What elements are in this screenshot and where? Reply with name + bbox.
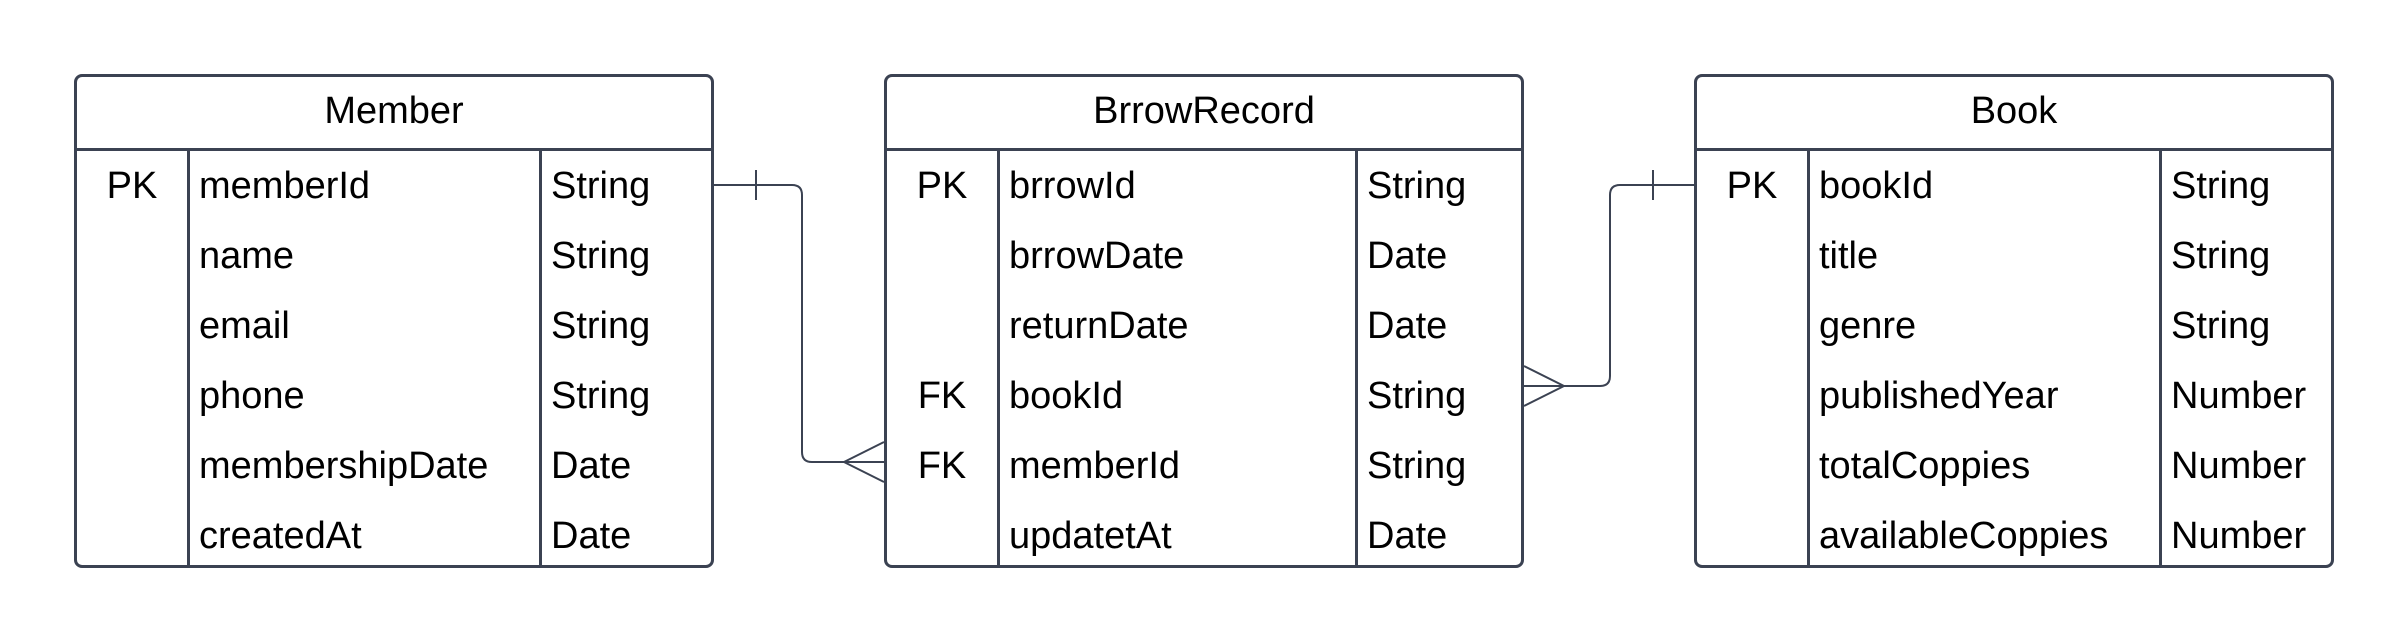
entity-title: Member	[77, 77, 711, 151]
key-label: FK	[917, 375, 967, 417]
key-label: FK	[917, 445, 967, 487]
field-type: Number	[2171, 375, 2307, 417]
field-name: title	[1819, 235, 1879, 277]
entity-book[interactable]: Book PK bookId String title String genre…	[1694, 74, 2334, 568]
entity-brrowrecord[interactable]: BrrowRecord PK brrowId String brrowDate …	[884, 74, 1524, 568]
entity-rows: PK brrowId String brrowDate Date returnD…	[887, 151, 1521, 565]
field-name: bookId	[1819, 165, 1934, 207]
field-name: returnDate	[1009, 305, 1189, 347]
entity-rows: PK memberId String name String email Str…	[77, 151, 711, 565]
field-name: createdAt	[199, 515, 362, 557]
key-label: PK	[1726, 165, 1778, 207]
attribute-row[interactable]: returnDate Date	[887, 291, 1521, 361]
attribute-row[interactable]: createdAt Date	[77, 501, 711, 571]
entity-member[interactable]: Member PK memberId String name String em…	[74, 74, 714, 568]
field-name: phone	[199, 375, 305, 417]
attribute-row[interactable]: FK bookId String	[887, 361, 1521, 431]
field-type: Number	[2171, 515, 2307, 557]
field-name: publishedYear	[1819, 375, 2059, 417]
field-type: String	[1367, 375, 1467, 417]
column-divider	[1807, 151, 1810, 565]
field-type: String	[2171, 305, 2271, 347]
column-divider	[539, 151, 542, 565]
field-type: String	[1367, 165, 1467, 207]
field-name: memberId	[199, 165, 371, 207]
field-name: availableCoppies	[1819, 515, 2109, 557]
field-type: Date	[1367, 235, 1448, 277]
attribute-row[interactable]: genre String	[1697, 291, 2331, 361]
entity-title: BrrowRecord	[887, 77, 1521, 151]
attribute-row[interactable]: updatetAt Date	[887, 501, 1521, 571]
field-type: Number	[2171, 445, 2307, 487]
crows-foot-icon	[1523, 365, 1565, 407]
attribute-row[interactable]: membershipDate Date	[77, 431, 711, 501]
crows-foot-icon	[843, 441, 885, 483]
column-divider	[1355, 151, 1358, 565]
field-type: Date	[551, 445, 632, 487]
field-name: email	[199, 305, 290, 347]
field-type: String	[551, 305, 651, 347]
attribute-row[interactable]: PK brrowId String	[887, 151, 1521, 221]
column-divider	[187, 151, 190, 565]
field-type: Date	[1367, 515, 1448, 557]
attribute-row[interactable]: PK bookId String	[1697, 151, 2331, 221]
attribute-row[interactable]: availableCoppies Number	[1697, 501, 2331, 571]
attribute-row[interactable]: totalCoppies Number	[1697, 431, 2331, 501]
field-name: brrowId	[1009, 165, 1136, 207]
field-name: name	[199, 235, 295, 277]
field-type: Date	[551, 515, 632, 557]
attribute-row[interactable]: email String	[77, 291, 711, 361]
field-type: String	[2171, 165, 2271, 207]
attribute-row[interactable]: brrowDate Date	[887, 221, 1521, 291]
field-type: String	[551, 375, 651, 417]
field-type: String	[1367, 445, 1467, 487]
field-type: String	[2171, 235, 2271, 277]
attribute-row[interactable]: FK memberId String	[887, 431, 1521, 501]
field-type: String	[551, 235, 651, 277]
key-label: PK	[916, 165, 968, 207]
field-name: membershipDate	[199, 445, 489, 487]
key-label: PK	[106, 165, 158, 207]
attribute-row[interactable]: name String	[77, 221, 711, 291]
field-name: brrowDate	[1009, 235, 1185, 277]
entity-rows: PK bookId String title String genre Stri…	[1697, 151, 2331, 565]
column-divider	[2159, 151, 2162, 565]
relationship-member-brrowrecord[interactable]	[714, 170, 885, 483]
field-name: bookId	[1009, 375, 1124, 417]
field-name: totalCoppies	[1819, 445, 2031, 487]
attribute-row[interactable]: phone String	[77, 361, 711, 431]
field-type: Date	[1367, 305, 1448, 347]
field-name: memberId	[1009, 445, 1181, 487]
attribute-row[interactable]: title String	[1697, 221, 2331, 291]
attribute-row[interactable]: publishedYear Number	[1697, 361, 2331, 431]
entity-title: Book	[1697, 77, 2331, 151]
field-name: updatetAt	[1009, 515, 1172, 557]
field-type: String	[551, 165, 651, 207]
field-name: genre	[1819, 305, 1917, 347]
relationship-book-brrowrecord[interactable]	[1523, 170, 1694, 407]
attribute-row[interactable]: PK memberId String	[77, 151, 711, 221]
column-divider	[997, 151, 1000, 565]
